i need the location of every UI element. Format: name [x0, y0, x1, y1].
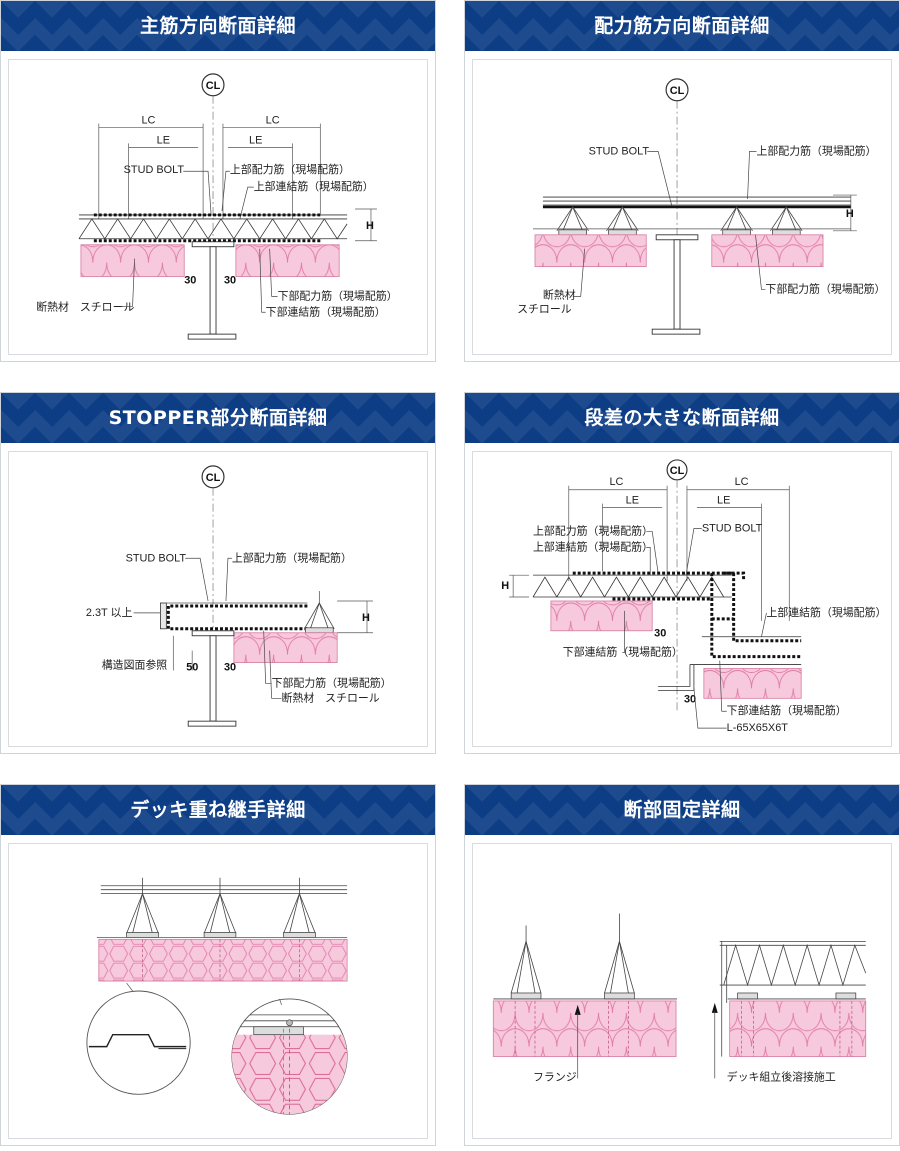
svg-text:LE: LE: [717, 495, 730, 507]
svg-text:下部連結筋（現場配筋）: 下部連結筋（現場配筋）: [563, 645, 683, 659]
svg-text:CL: CL: [670, 465, 685, 477]
svg-text:断熱材 スチロール: 断熱材 スチロール: [282, 690, 380, 704]
svg-text:H: H: [366, 220, 374, 232]
panel-header: デッキ重ね継手詳細: [1, 785, 435, 835]
end-fixing-drawing: フランジ デッキ組立後溶接施工: [492, 913, 867, 1083]
svg-text:LE: LE: [157, 134, 170, 146]
svg-text:30: 30: [224, 274, 236, 286]
svg-text:30: 30: [684, 693, 696, 705]
panel-title: 主筋方向断面詳細: [139, 15, 296, 37]
panel-title: STOPPER部分断面詳細: [108, 407, 328, 429]
svg-text:STUD BOLT: STUD BOLT: [702, 522, 763, 534]
svg-text:LC: LC: [141, 115, 155, 127]
detail-drawing: CL LC LC LE LE 上部配力筋（現場配筋） 上部連結筋（現場配筋） S…: [472, 451, 892, 747]
svg-text:STUD BOLT: STUD BOLT: [124, 164, 185, 176]
panel-main-bar-section: 主筋方向断面詳細 CL LC LC LE LE STUD BOLT 上部配力筋（…: [0, 0, 436, 362]
detail-drawing: CL STUD BOLT 上部配力筋（現場配筋） H 2: [8, 451, 428, 747]
detail-drawing: CL STUD BOLT 上部配力筋（現場配筋）: [472, 59, 892, 355]
svg-text:下部配力筋（現場配筋）: 下部配力筋（現場配筋）: [765, 281, 885, 295]
panel-header: 主筋方向断面詳細: [1, 1, 435, 51]
detail-drawing: フランジ デッキ組立後溶接施工: [472, 843, 892, 1139]
svg-text:STUD BOLT: STUD BOLT: [126, 552, 187, 564]
svg-text:LC: LC: [735, 476, 749, 488]
centerline-icon: CL: [666, 459, 688, 481]
svg-text:上部配力筋（現場配筋）: 上部配力筋（現場配筋）: [232, 550, 352, 564]
svg-text:H: H: [362, 612, 370, 624]
svg-text:上部配力筋（現場配筋）: 上部配力筋（現場配筋）: [230, 162, 350, 176]
svg-text:下部配力筋（現場配筋）: 下部配力筋（現場配筋）: [278, 288, 398, 302]
svg-text:50: 50: [186, 662, 198, 674]
panel-deck-lap-joint: デッキ重ね継手詳細: [0, 784, 436, 1146]
svg-text:H: H: [501, 580, 509, 592]
svg-text:CL: CL: [206, 472, 221, 484]
panel-header: 段差の大きな断面詳細: [465, 393, 899, 443]
svg-text:STUD BOLT: STUD BOLT: [589, 145, 650, 157]
svg-text:フランジ: フランジ: [533, 1071, 577, 1083]
panel-title: 配力筋方向断面詳細: [594, 15, 770, 37]
panel-header: 断部固定詳細: [465, 785, 899, 835]
large-step-drawing: CL LC LC LE LE 上部配力筋（現場配筋） 上部連結筋（現場配筋） S…: [501, 459, 886, 734]
svg-text:2.3T 以上: 2.3T 以上: [86, 606, 133, 619]
svg-text:上部連結筋（現場配筋）: 上部連結筋（現場配筋）: [254, 179, 374, 193]
svg-text:上部連結筋（現場配筋）: 上部連結筋（現場配筋）: [766, 605, 886, 619]
svg-text:LE: LE: [249, 134, 262, 146]
detail-drawing: [8, 843, 428, 1139]
svg-text:下部連結筋（現場配筋）: 下部連結筋（現場配筋）: [727, 703, 847, 717]
svg-text:CL: CL: [206, 80, 221, 92]
panel-large-step-section: 段差の大きな断面詳細 CL LC LC LE LE 上部配力筋（現場配筋） 上部…: [464, 392, 900, 754]
main-bar-drawing: CL LC LC LE LE STUD BOLT 上部配力筋（現場配筋） 上部連…: [36, 73, 398, 340]
panel-header: 配力筋方向断面詳細: [465, 1, 899, 51]
centerline-icon: CL: [201, 465, 225, 489]
svg-text:構造図面参照: 構造図面参照: [102, 658, 168, 672]
svg-text:下部連結筋（現場配筋）: 下部連結筋（現場配筋）: [266, 304, 386, 318]
panel-header: STOPPER部分断面詳細: [1, 393, 435, 443]
stopper-drawing: CL STUD BOLT 上部配力筋（現場配筋） H 2: [86, 465, 392, 727]
svg-text:上部配力筋（現場配筋）: 上部配力筋（現場配筋）: [756, 143, 876, 157]
deck-lap-drawing: [86, 877, 348, 1115]
svg-text:H: H: [846, 208, 854, 220]
svg-text:LC: LC: [609, 476, 623, 488]
panel-title: デッキ重ね継手詳細: [130, 799, 306, 821]
svg-text:30: 30: [224, 662, 236, 674]
svg-text:断熱材 スチロール: 断熱材 スチロール: [36, 299, 134, 313]
detail-drawing: CL LC LC LE LE STUD BOLT 上部配力筋（現場配筋） 上部連…: [8, 59, 428, 355]
panel-end-fixing: 断部固定詳細 フランジ: [464, 784, 900, 1146]
svg-text:スチロール: スチロール: [517, 302, 572, 315]
svg-text:下部配力筋（現場配筋）: 下部配力筋（現場配筋）: [272, 675, 392, 689]
panel-stopper-section: STOPPER部分断面詳細 CL STUD BOLT 上部配力筋（現場配筋）: [0, 392, 436, 754]
panel-title: 段差の大きな断面詳細: [584, 407, 780, 429]
svg-text:CL: CL: [670, 85, 685, 97]
panel-title: 断部固定詳細: [623, 799, 741, 821]
svg-text:LE: LE: [626, 495, 639, 507]
svg-text:断熱材: 断熱材: [543, 287, 576, 301]
svg-text:L-65X65X6T: L-65X65X6T: [727, 722, 789, 734]
panel-distribution-bar-section: 配力筋方向断面詳細 CL STUD BOLT 上部配力筋（現場配筋）: [464, 0, 900, 362]
svg-text:デッキ組立後溶接施工: デッキ組立後溶接施工: [727, 1069, 836, 1083]
centerline-icon: CL: [201, 73, 225, 97]
distribution-bar-drawing: CL STUD BOLT 上部配力筋（現場配筋）: [517, 78, 885, 335]
svg-text:30: 30: [654, 628, 666, 640]
svg-text:LC: LC: [266, 115, 280, 127]
svg-text:上部配力筋（現場配筋）: 上部配力筋（現場配筋）: [533, 523, 653, 537]
svg-text:上部連結筋（現場配筋）: 上部連結筋（現場配筋）: [533, 539, 653, 553]
svg-text:30: 30: [184, 274, 196, 286]
centerline-icon: CL: [665, 78, 689, 102]
